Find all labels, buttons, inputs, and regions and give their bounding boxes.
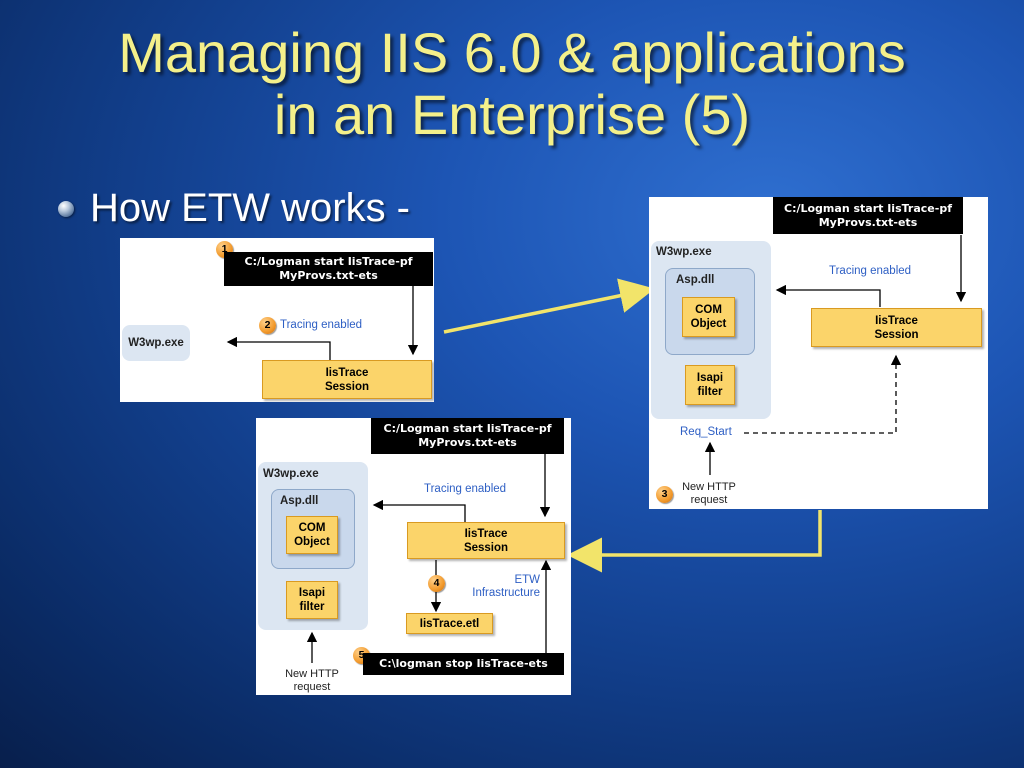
title-line-1: Managing IIS 6.0 & applications (118, 21, 906, 84)
diagram-panel-3: C:/Logman start IisTrace-pf MyProvs.txt-… (256, 418, 571, 695)
isapi-filter: Isapi filter (685, 365, 735, 405)
panel1-arrows (226, 286, 419, 360)
iistrace-etl-file: IisTrace.etl (406, 613, 493, 634)
step-4-badge: 4 (428, 575, 445, 592)
connector-arrow-2 (567, 510, 822, 573)
w3wp-label: W3wp.exe (128, 337, 184, 349)
logman-stop-command: C:\logman stop IisTrace-ets (363, 653, 564, 675)
com-object: COM Object (682, 297, 735, 337)
iistrace-session: IisTrace Session (262, 360, 432, 399)
asp-dll-label: Asp.dll (280, 495, 319, 507)
asp-dll-label: Asp.dll (676, 274, 715, 286)
bullet-item: How ETW works - (58, 186, 410, 231)
diagram-panel-1: 1 C:/Logman start IisTrace-pf MyProvs.tx… (120, 238, 434, 402)
tracing-enabled-label: Tracing enabled (280, 319, 363, 331)
com-object: COM Object (286, 516, 338, 554)
logman-start-command: C:/Logman start IisTrace-pf MyProvs.txt-… (371, 418, 564, 454)
req-start-label: Req_Start (680, 426, 732, 438)
etw-infrastructure-label: ETW Infrastructure (472, 574, 540, 599)
new-http-request-label: New HTTP request (682, 481, 736, 506)
bullet-text: How ETW works - (90, 186, 410, 230)
step-3-badge: 3 (656, 486, 673, 503)
title-line-2: in an Enterprise (5) (273, 83, 751, 146)
diagram-panel-2: C:/Logman start IisTrace-pf MyProvs.txt-… (649, 197, 988, 509)
bullet-icon (58, 200, 74, 217)
connector-arrow-1 (443, 278, 655, 334)
w3wp-label: W3wp.exe (656, 246, 712, 258)
tracing-enabled-label: Tracing enabled (829, 265, 912, 277)
w3wp-process: W3wp.exe (122, 325, 190, 361)
logman-start-command: C:/Logman start IisTrace-pf MyProvs.txt-… (224, 252, 433, 286)
iistrace-session: IisTrace Session (407, 522, 565, 559)
logman-start-command: C:/Logman start IisTrace-pf MyProvs.txt-… (773, 197, 963, 234)
isapi-filter: Isapi filter (286, 581, 338, 619)
iistrace-session: IisTrace Session (811, 308, 982, 347)
panel2-arrows (704, 235, 967, 475)
slide-title: Managing IIS 6.0 & applications in an En… (0, 22, 1024, 146)
w3wp-label: W3wp.exe (263, 468, 319, 480)
tracing-enabled-label: Tracing enabled (424, 483, 507, 495)
step-2-badge: 2 (259, 317, 276, 334)
new-http-request-label: New HTTP request (285, 668, 339, 693)
